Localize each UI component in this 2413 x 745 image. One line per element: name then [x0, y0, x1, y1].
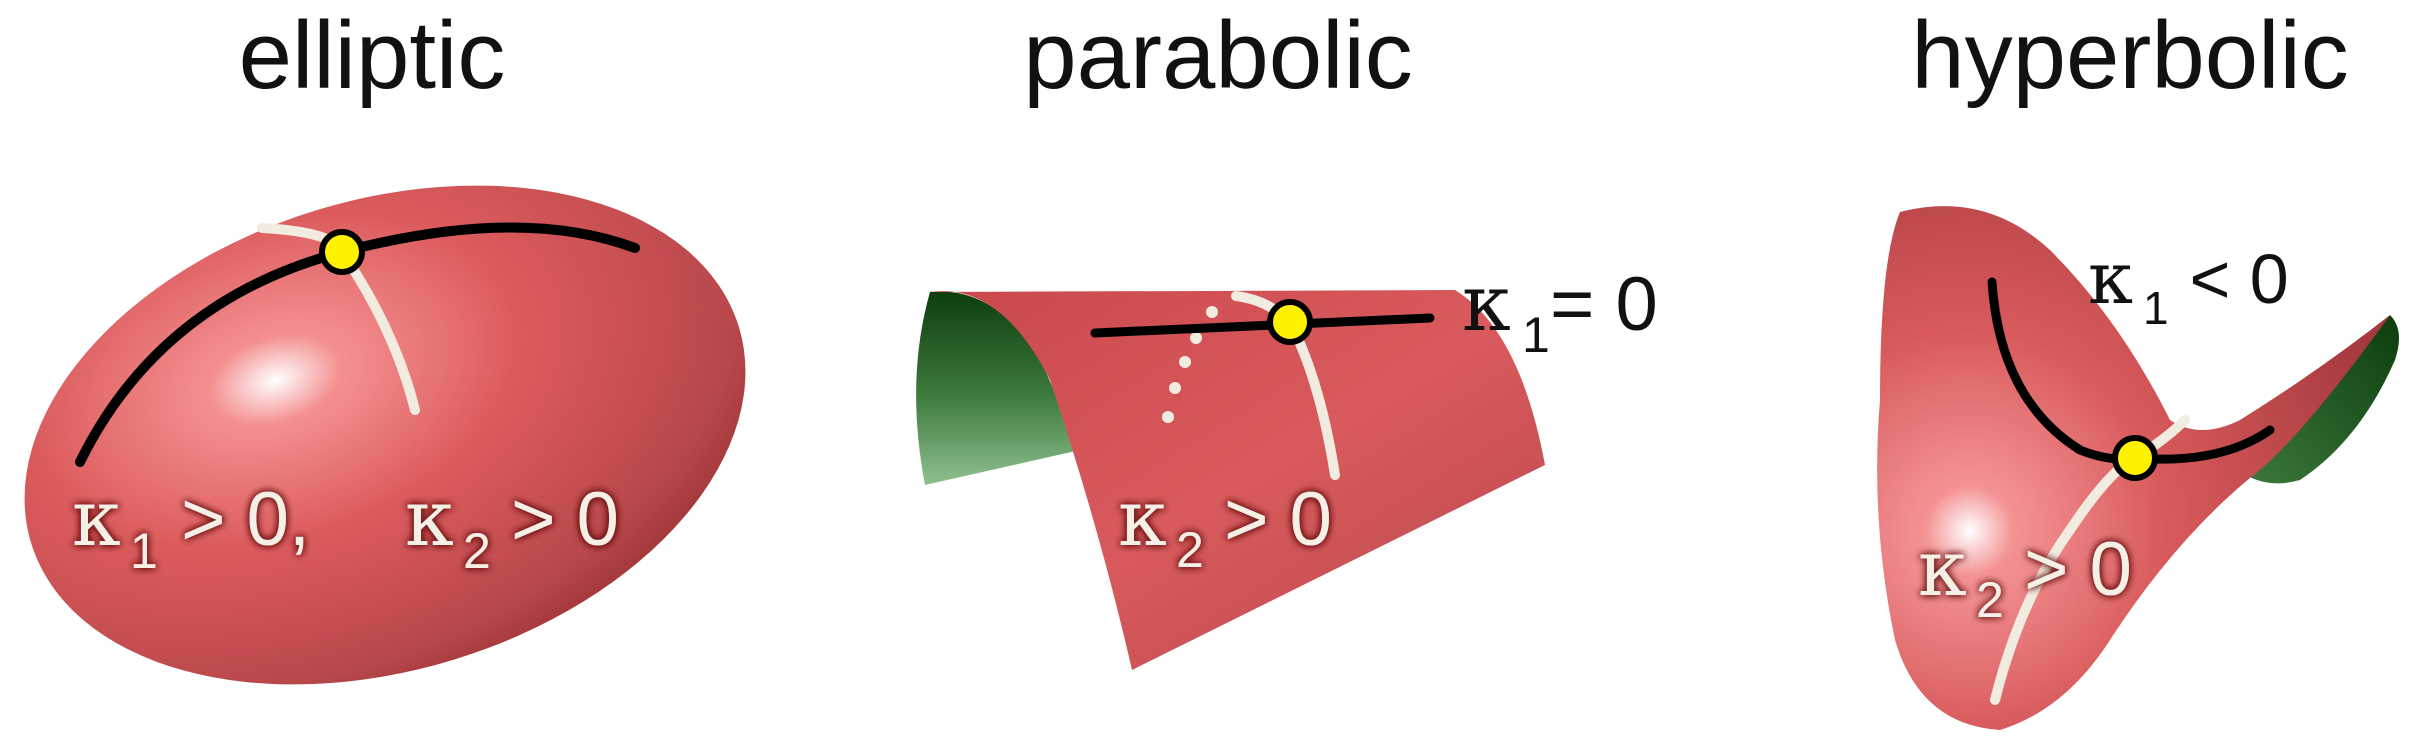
- hyperbolic-k2-label: κ 2 > 0: [1918, 524, 2132, 628]
- hyperbolic-principal-curve-1: [1987, 277, 2275, 464]
- elliptic-title: elliptic: [239, 2, 506, 109]
- elliptic-point: [319, 229, 365, 275]
- subscript-2: 2: [1976, 572, 2004, 628]
- hyperbolic-title: hyperbolic: [1911, 2, 2349, 109]
- kappa-symbol: κ: [72, 474, 121, 564]
- parabolic-k2-relation: > 0: [1203, 477, 1332, 562]
- parabolic-point: [1267, 299, 1313, 345]
- subscript-2: 2: [1176, 522, 1204, 578]
- elliptic-panel: elliptic κ 1 > 0, κ 2 > 0: [24, 2, 746, 685]
- parabolic-title: parabolic: [1023, 2, 1413, 109]
- hyperbolic-k1-relation: < 0: [2170, 240, 2289, 318]
- subscript-1: 1: [130, 523, 158, 579]
- parabolic-panel: parabolic κ 1 = 0 κ 2 > 0: [916, 2, 1658, 670]
- hyperbolic-point: [2112, 435, 2158, 481]
- parabolic-principal-curve-1: [1090, 313, 1435, 338]
- elliptic-curvature-label: κ 1 > 0, κ 2 > 0: [72, 474, 619, 579]
- parabolic-k2-label: κ 2 > 0: [1118, 474, 1332, 578]
- cylinder-surface: [930, 290, 1545, 670]
- hyperbolic-k1-label: κ 1 < 0: [2088, 236, 2289, 334]
- ellipsoid-surface: [24, 185, 746, 685]
- hyperbolic-k2-relation: > 0: [2003, 527, 2132, 612]
- kappa-symbol: κ: [1918, 524, 1967, 614]
- parabolic-dotted-curve: [1162, 306, 1218, 423]
- elliptic-k2-relation: > 0: [490, 477, 619, 562]
- hyperbolic-panel: hyperbolic κ 1 < 0 κ 2 > 0: [1877, 2, 2399, 731]
- subscript-2: 2: [463, 523, 491, 579]
- parabolic-k1-relation: = 0: [1550, 262, 1658, 347]
- parabolic-k1-label: κ 1 = 0: [1462, 259, 1658, 363]
- elliptic-k1-relation: > 0,: [160, 477, 331, 562]
- cylinder-underside: [916, 291, 1080, 485]
- kappa-symbol: κ: [405, 474, 454, 564]
- subscript-1: 1: [1522, 307, 1550, 363]
- kappa-symbol: κ: [2088, 236, 2133, 320]
- kappa-symbol: κ: [1462, 259, 1511, 349]
- subscript-1: 1: [2143, 282, 2169, 334]
- kappa-symbol: κ: [1118, 474, 1167, 564]
